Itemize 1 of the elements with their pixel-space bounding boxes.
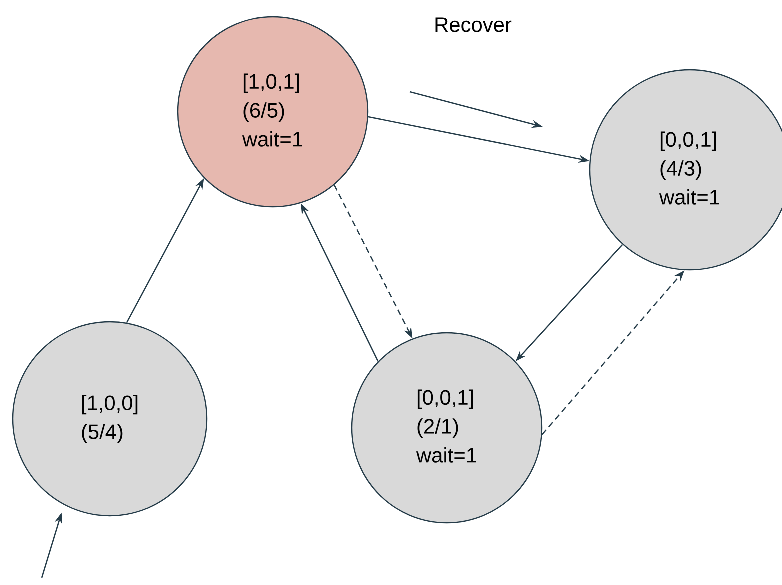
annotation-text: Recover (436, 18, 512, 32)
